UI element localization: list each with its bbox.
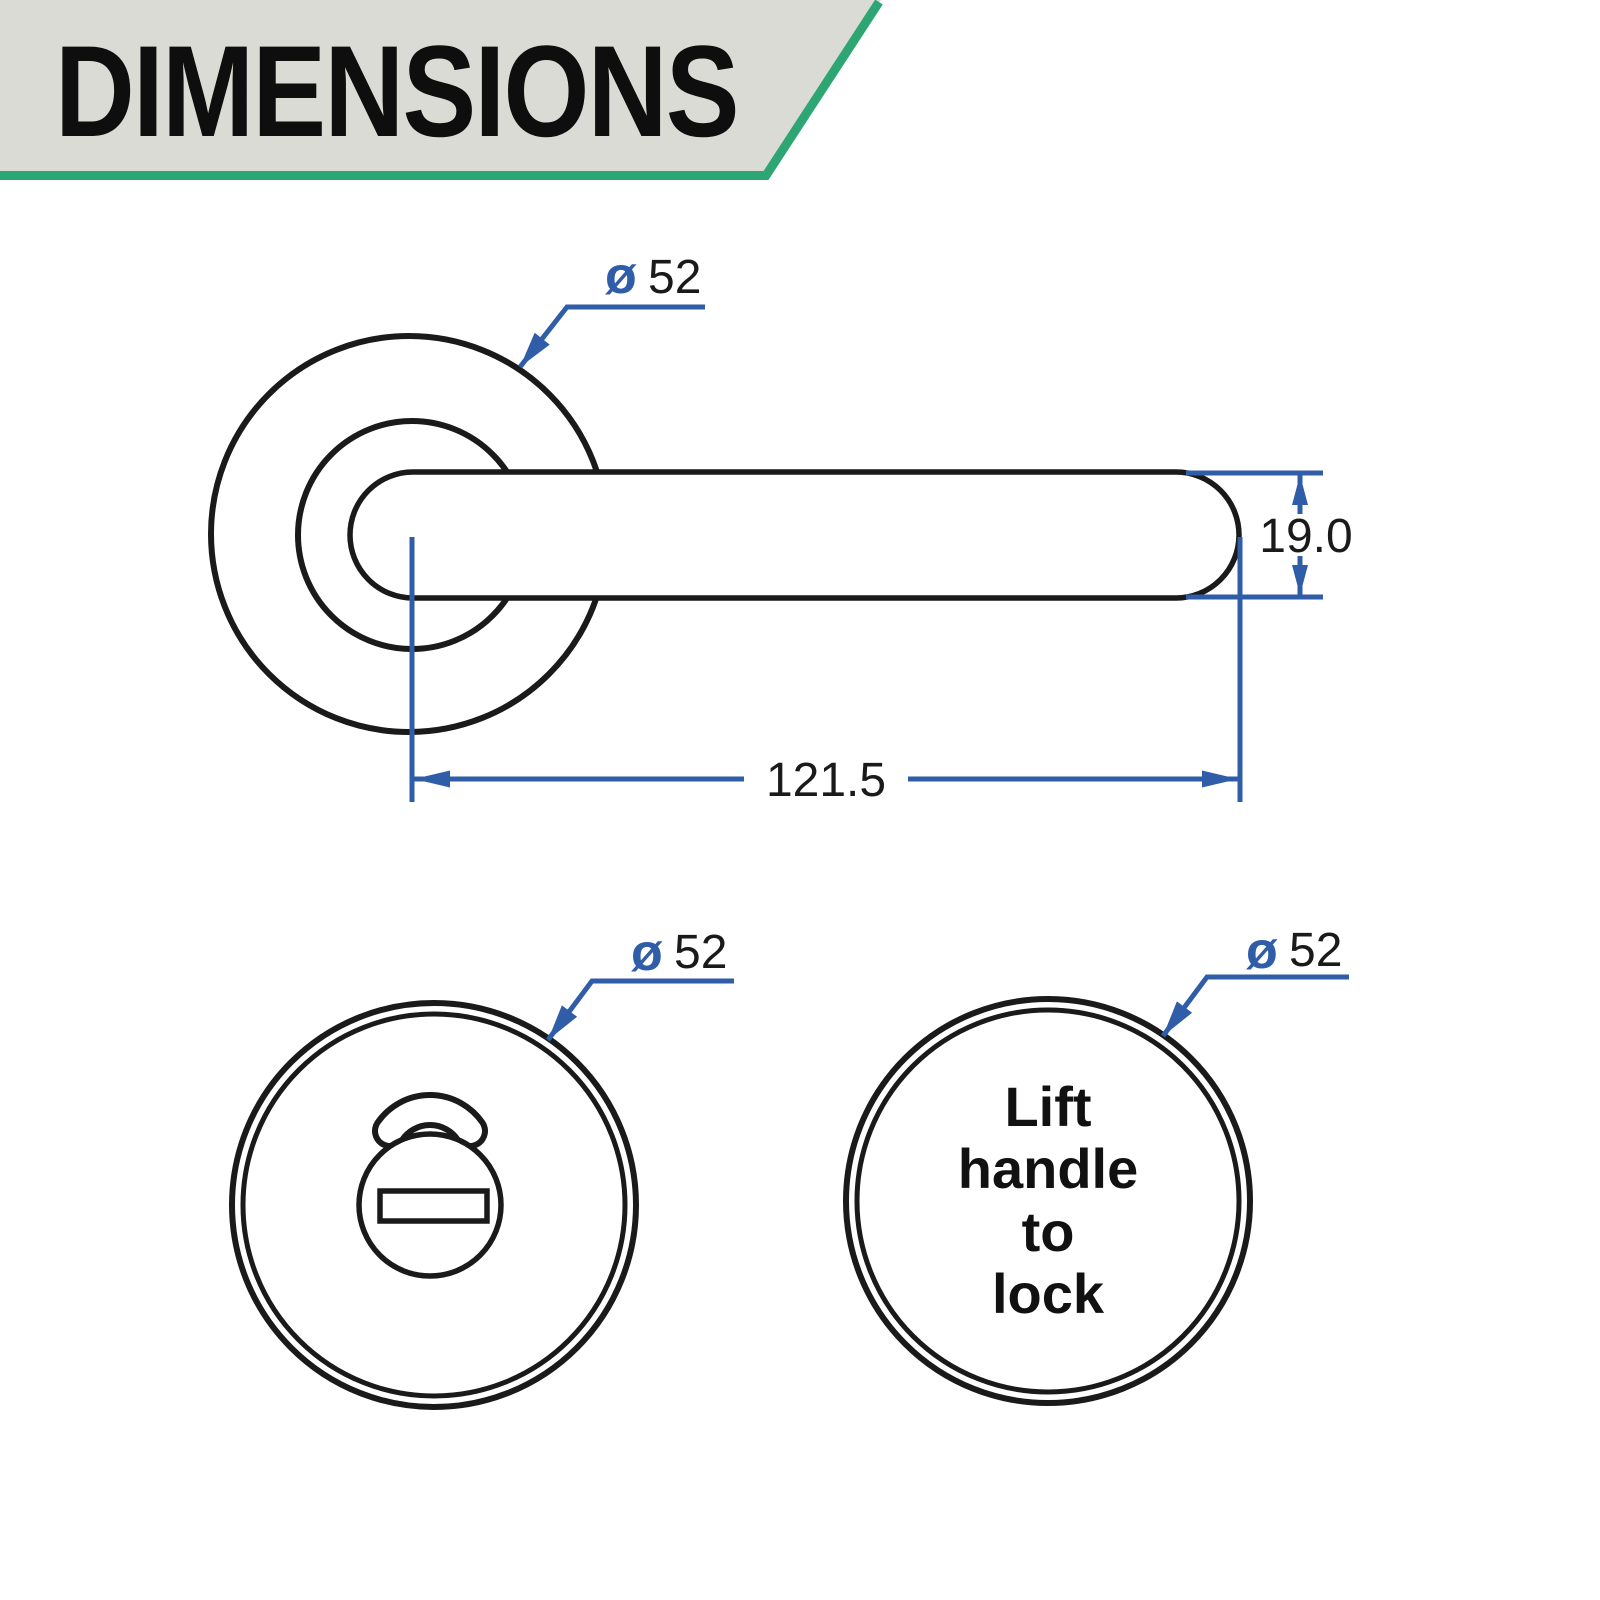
length-value: 121.5 [766,754,886,807]
lever-diameter-callout: ø 52 [518,247,705,369]
lever-handle-outline [347,469,1242,601]
plate-inner-circle [854,1007,1242,1395]
diameter-symbol: ø [605,247,637,305]
dimensions-banner: DIMENSIONS [0,0,883,180]
plate-text-line-2: handle [958,1137,1138,1200]
plate-text-line-3: to [1022,1200,1075,1263]
plate-diameter-callout: ø 52 [1160,922,1349,1038]
plate-outer-circle [843,996,1253,1406]
thumbturn-drawing: ø 52 [229,924,734,1410]
leader-arrowhead-icon [520,332,550,367]
leader-arrowhead-icon [1163,1001,1193,1036]
coin-slot [377,1188,490,1224]
plate-text-line-1: Lift [1004,1075,1091,1138]
thickness-value: 19.0 [1259,510,1352,563]
page-title: DIMENSIONS [55,19,738,164]
dimension-arrowhead-left-icon [414,770,450,788]
dimension-arrowhead-down-icon [1292,565,1308,595]
leader-arrowhead-icon [548,1005,578,1040]
diameter-symbol: ø [1246,922,1278,980]
banner-background [0,0,881,172]
dimension-arrowhead-up-icon [1292,475,1308,505]
diameter-symbol: ø [631,924,663,982]
thumbturn-grip-fill [378,1098,482,1143]
diameter-value: 52 [1289,924,1342,977]
thumbturn-inner-circle [240,1011,628,1399]
banner-accent-edge [0,0,883,180]
thumbturn-diameter-callout: ø 52 [545,924,734,1042]
lock-instruction-plate-drawing: Lift handle to lock ø 52 [843,922,1349,1406]
diameter-value: 52 [648,251,701,304]
lever-length-dimension: 121.5 [409,537,1243,807]
lever-thickness-dimension: 19.0 [1186,470,1353,600]
plate-text-line-4: lock [992,1262,1105,1325]
leader-line [545,978,734,1042]
dimension-arrowhead-right-icon [1202,770,1238,788]
leader-line [1160,974,1349,1038]
diameter-value: 52 [674,926,727,979]
leader-line [518,304,705,369]
lever-on-rose-drawing: ø 52 19.0 121.5 [208,247,1353,807]
